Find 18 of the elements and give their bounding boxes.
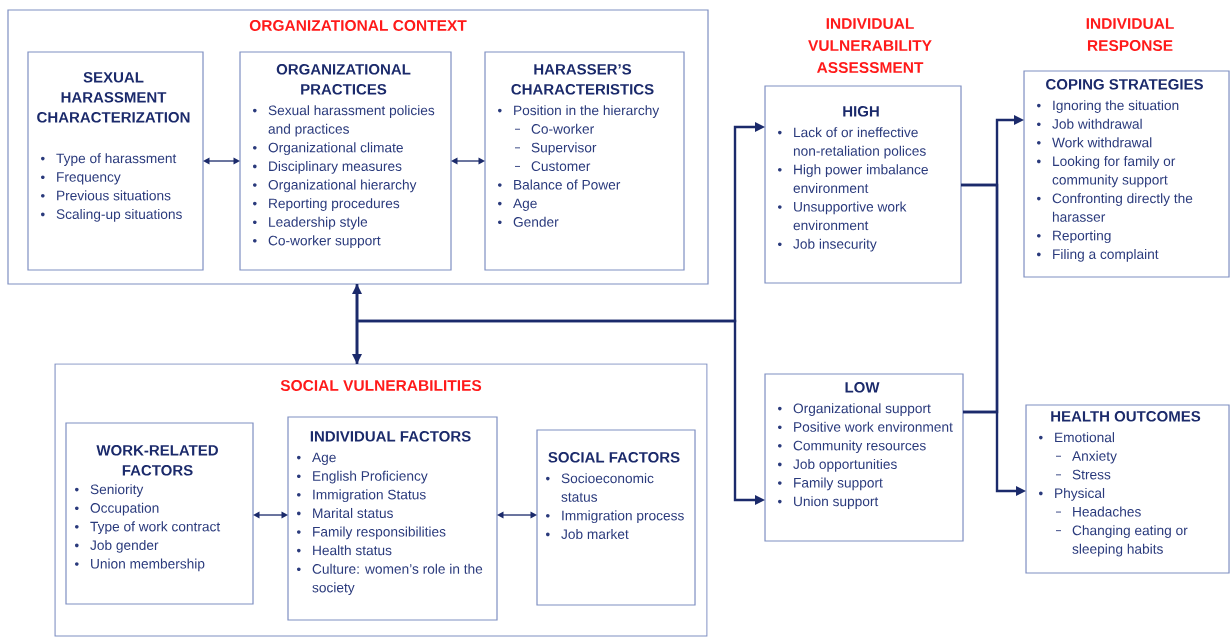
arrow <box>203 157 240 165</box>
arrow <box>497 511 537 519</box>
arrow <box>352 284 362 364</box>
assessment-box: LOW Organizational support Positive work environment Community resources Job opportunities Family support Union support <box>764 373 964 542</box>
arrow <box>451 157 485 165</box>
factor-box: INDIVIDUAL FACTORS Age English Proficiency Immigration Status Marital status Family responsibilities Health status Culture: women’s role in the society <box>287 416 498 621</box>
arrow <box>253 511 288 519</box>
factor-box: ORGANIZATIONAL PRACTICES Sexual harassment policies and practices Organizational climate Disciplinary measures Organizational hierarchy Reporting procedures Leadership style Co-worker support <box>239 51 452 271</box>
assessment-box: HIGH Lack of or ineffective non-retaliation polices High power imbalance environment Unsupportive work environment Job insecurity <box>764 85 962 284</box>
factor-box: SEXUAL HARASSMENT CHARACTERIZATION Type of harassment Frequency Previous situations Scaling-up situations <box>27 51 204 271</box>
factor-box: WORK-RELATED FACTORS Seniority Occupation Type of work contract Job gender Union membership <box>65 422 254 605</box>
response-box: COPING STRATEGIES Ignoring the situation Job withdrawal Work withdrawal Looking for family or community support Confronting directly the harasser Reporting Filing a complaint <box>1023 70 1230 278</box>
factor-box: HARASSER’S CHARACTERISTICS Position in the hierarchy Co-worker Supervisor Customer Balance of Power Age Gender <box>484 51 685 271</box>
arrow <box>355 282 765 505</box>
arrow <box>959 183 1026 496</box>
factor-box: SOCIAL FACTORS Socioeconomic status Immigration process Job market <box>536 429 696 606</box>
response-box: HEALTH OUTCOMES Emotional Anxiety Stress Physical Headaches Changing eating or sleeping habits <box>1025 404 1230 574</box>
column-heading: INDIVIDUAL RESPONSE <box>1086 18 1174 51</box>
